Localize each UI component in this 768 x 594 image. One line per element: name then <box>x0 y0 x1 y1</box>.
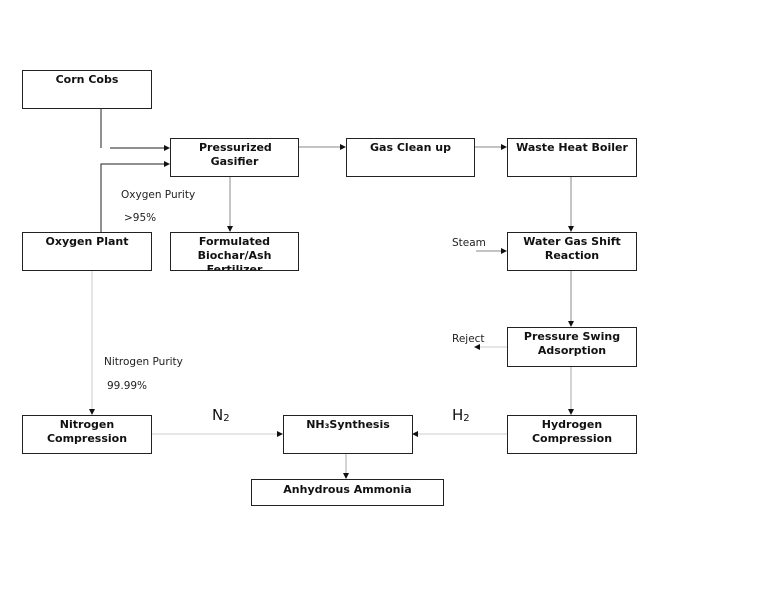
nitrogen-purity-label: Nitrogen Purity <box>104 356 183 368</box>
gas-clean-up-box: Gas Clean up <box>346 138 475 177</box>
corn-cobs-box: Corn Cobs <box>22 70 152 109</box>
reject-label: Reject <box>452 333 485 345</box>
arrow-corncobs-gasifier <box>100 108 169 148</box>
waste-heat-boiler-box: Waste Heat Boiler <box>507 138 637 177</box>
oxygen-plant-box: Oxygen Plant <box>22 232 152 271</box>
hydrogen-compression-box: Hydrogen Compression <box>507 415 637 454</box>
nitrogen-purity-value: 99.99% <box>107 380 148 392</box>
gasifier-box: Pressurized Gasifier <box>170 138 299 177</box>
oxygen-purity-label: Oxygen Purity <box>121 189 196 201</box>
nitrogen-compression-box: Nitrogen Compression <box>22 415 152 454</box>
biochar-fertilizer-box: Formulated Biochar/Ash Fertilizer <box>170 232 299 271</box>
n2-label: N2 <box>212 406 230 424</box>
water-gas-shift-box: Water Gas Shift Reaction <box>507 232 637 271</box>
h2-label: H2 <box>452 406 470 424</box>
anhydrous-ammonia-box: Anhydrous Ammonia <box>251 479 444 506</box>
oxygen-purity-value: >95% <box>124 212 157 224</box>
steam-label: Steam <box>452 237 486 249</box>
nh3-synthesis-box: NH₃Synthesis <box>283 415 413 454</box>
pressure-swing-adsorption-box: Pressure Swing Adsorption <box>507 327 637 367</box>
arrow-oxygen-gasifier <box>100 161 170 232</box>
